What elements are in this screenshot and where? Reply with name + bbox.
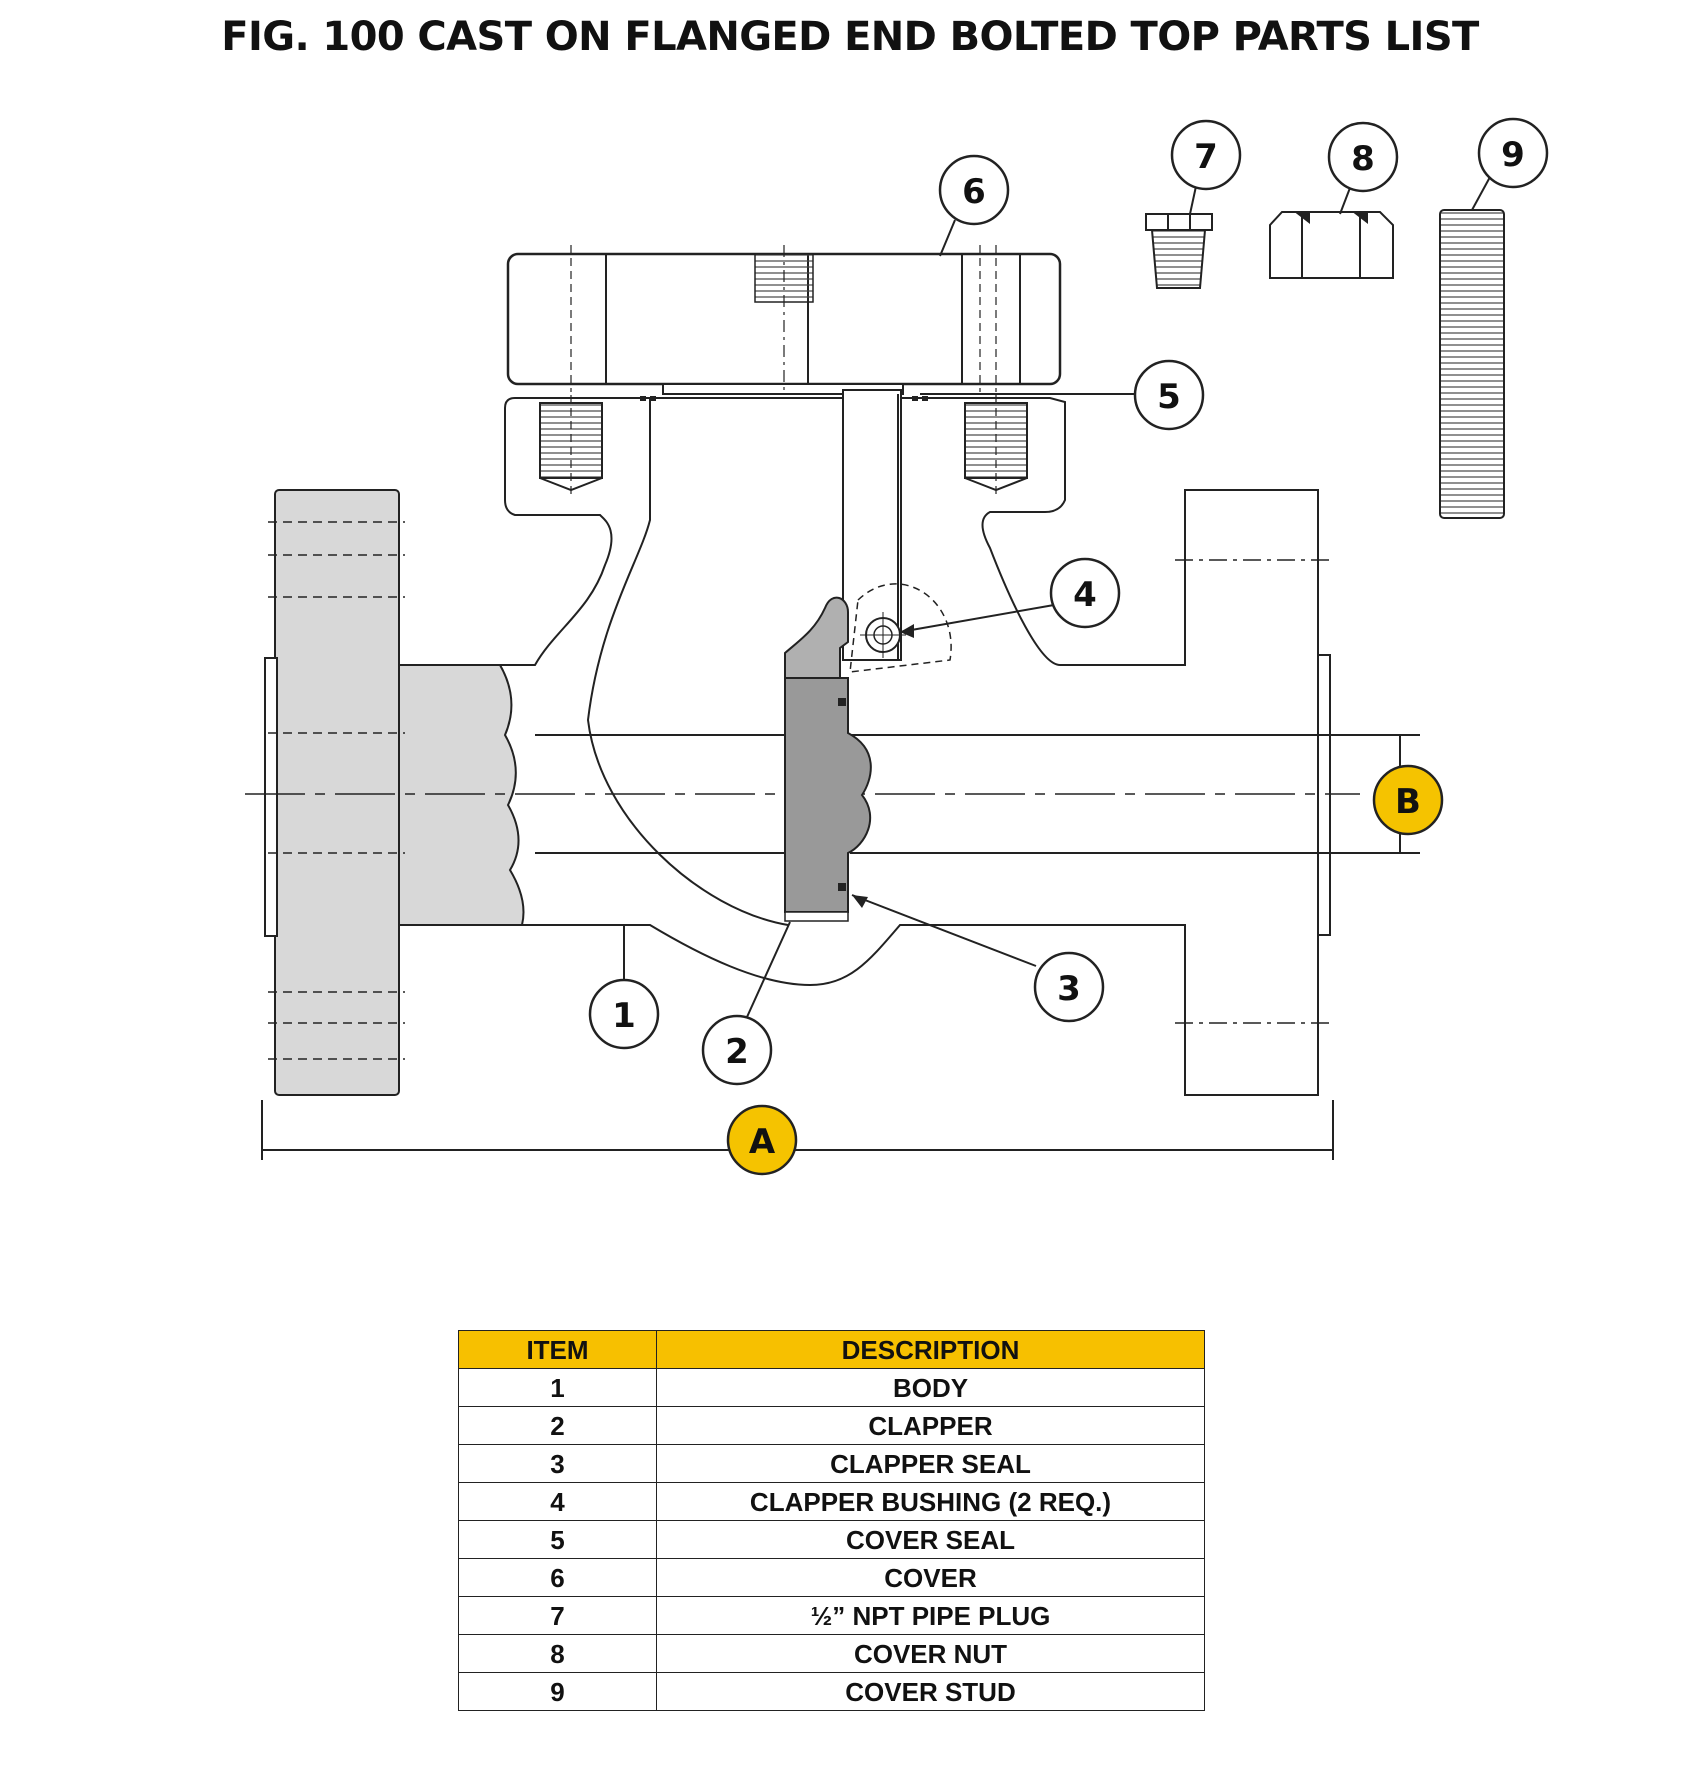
cover-stud — [1439, 209, 1505, 519]
left-flange — [264, 489, 525, 1096]
svg-text:3: 3 — [1057, 969, 1081, 1009]
item-cell: 3 — [458, 1444, 657, 1483]
clapper-bushing — [849, 583, 952, 673]
clapper — [784, 596, 872, 922]
hinge-arm — [842, 389, 902, 661]
item-cell: 1 — [458, 1368, 657, 1407]
valve-body — [500, 397, 1331, 1096]
item-cell: 6 — [458, 1558, 657, 1597]
pipe-plug — [1145, 213, 1213, 289]
description-cell: ½” NPT PIPE PLUG — [656, 1596, 1205, 1635]
svg-text:9: 9 — [1501, 135, 1525, 175]
svg-text:4: 4 — [1073, 575, 1097, 615]
body-bolt-holes — [539, 395, 1028, 495]
right-flange-centerlines — [1175, 559, 1330, 1024]
item-cell: 2 — [458, 1406, 657, 1445]
svg-text:A: A — [749, 1122, 776, 1162]
callout-8: 8 — [1327, 121, 1399, 193]
cover-nut — [1269, 211, 1394, 279]
item-cell: 8 — [458, 1634, 657, 1673]
cover-seal — [640, 396, 928, 401]
svg-text:B: B — [1395, 782, 1421, 822]
callout-1: 1 — [588, 978, 660, 1050]
description-cell: COVER SEAL — [656, 1520, 1205, 1559]
svg-text:2: 2 — [725, 1032, 749, 1072]
svg-text:1: 1 — [612, 996, 636, 1036]
description-cell: CLAPPER BUSHING (2 REQ.) — [656, 1482, 1205, 1521]
callout-9: 9 — [1477, 117, 1549, 189]
callout-7: 7 — [1170, 119, 1242, 191]
leader-lines — [623, 176, 1491, 1018]
description-cell: CLAPPER — [656, 1406, 1205, 1445]
svg-text:6: 6 — [962, 172, 986, 212]
description-cell: CLAPPER SEAL — [656, 1444, 1205, 1483]
item-cell: 9 — [458, 1672, 657, 1711]
item-cell: 4 — [458, 1482, 657, 1521]
description-cell: COVER NUT — [656, 1634, 1205, 1673]
header-description: DESCRIPTION — [656, 1330, 1205, 1369]
callout-4: 4 — [1049, 557, 1121, 629]
valve-drawing: 1 2 3 4 5 6 7 8 9 A B — [245, 117, 1549, 1176]
description-cell: COVER STUD — [656, 1672, 1205, 1711]
callout-6: 6 — [938, 154, 1010, 226]
header-item: ITEM — [458, 1330, 657, 1369]
description-cell: BODY — [656, 1368, 1205, 1407]
cover — [506, 245, 1062, 395]
callout-2: 2 — [701, 1014, 773, 1086]
callout-3: 3 — [1033, 951, 1105, 1023]
svg-text:7: 7 — [1194, 137, 1218, 177]
dimension-b-label: B — [1372, 764, 1444, 836]
item-cell: 5 — [458, 1520, 657, 1559]
svg-text:5: 5 — [1157, 377, 1181, 417]
callout-5: 5 — [1133, 359, 1205, 431]
svg-text:8: 8 — [1351, 139, 1375, 179]
dimension-a — [261, 1100, 1334, 1160]
table-header-row: ITEM DESCRIPTION — [458, 1330, 1205, 1369]
description-cell: COVER — [656, 1558, 1205, 1597]
dimension-a-label: A — [726, 1104, 798, 1176]
item-cell: 7 — [458, 1596, 657, 1635]
figure-title: FIG. 100 CAST ON FLANGED END BOLTED TOP … — [221, 14, 1479, 60]
